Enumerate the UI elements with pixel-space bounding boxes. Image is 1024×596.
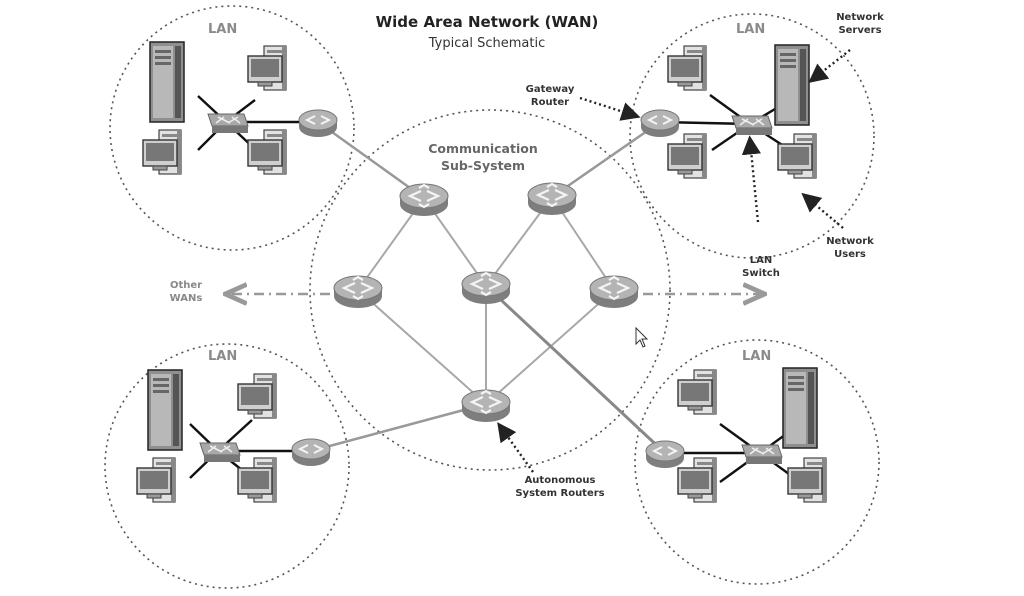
workstation-icon bbox=[247, 129, 287, 175]
lan-switch-bottom-left bbox=[199, 442, 241, 463]
users-label-line2: Users bbox=[834, 249, 866, 260]
switch-label-line1: LAN bbox=[749, 255, 773, 266]
lan-circle-top-left bbox=[109, 5, 355, 251]
lan-label-top-right: LAN bbox=[736, 22, 766, 37]
server-icon bbox=[782, 367, 818, 449]
communication-subsystem-label: Communication Sub-System bbox=[418, 140, 548, 174]
network-users-label: Network Users bbox=[815, 235, 885, 261]
workstation-icon bbox=[237, 373, 277, 419]
gateway-links bbox=[310, 120, 661, 453]
workstation-icon bbox=[237, 457, 277, 503]
gateway-router-label: Gateway Router bbox=[515, 83, 585, 109]
gateway-router-top-left bbox=[298, 109, 338, 138]
workstation-icon bbox=[667, 133, 707, 179]
lan-circle-bottom-left bbox=[104, 343, 350, 589]
lan-label-bottom-right: LAN bbox=[742, 349, 772, 364]
workstation-icon bbox=[777, 133, 817, 179]
workstation-icon bbox=[677, 369, 717, 415]
workstation-icon bbox=[136, 457, 176, 503]
server-icon bbox=[147, 369, 183, 451]
lan-circle-bottom-right bbox=[634, 339, 880, 585]
gateway-router-bottom-right bbox=[645, 440, 685, 469]
gateway-label-line2: Router bbox=[530, 97, 570, 108]
core-router-top-right bbox=[526, 181, 578, 217]
autonomous-routers-label: Autonomous System Routers bbox=[500, 474, 620, 500]
gateway-label-line1: Gateway bbox=[525, 84, 575, 95]
workstation-icon bbox=[247, 45, 287, 91]
autonomous-label-line1: Autonomous bbox=[524, 475, 596, 486]
gateway-router-bottom-left bbox=[291, 438, 331, 467]
mouse-cursor-icon bbox=[635, 326, 649, 348]
diagram-title: Wide Area Network (WAN) bbox=[375, 13, 599, 31]
other-wans-line2: WANs bbox=[169, 293, 203, 304]
lan-switch-label: LAN Switch bbox=[726, 254, 796, 280]
core-router-center bbox=[460, 270, 512, 306]
gateway-router-top-right bbox=[640, 109, 680, 138]
core-router-left bbox=[332, 274, 384, 310]
core-router-top-left bbox=[398, 182, 450, 218]
pointer-arrows bbox=[497, 49, 851, 473]
lan-switch-top-left bbox=[207, 113, 249, 134]
communication-label-line2: Sub-System bbox=[440, 158, 526, 173]
communication-subsystem-circle bbox=[309, 109, 671, 471]
lan-switch-bottom-right bbox=[741, 444, 783, 465]
workstation-icon bbox=[667, 45, 707, 91]
lan-label-bottom-left: LAN bbox=[208, 349, 238, 364]
switch-label-line2: Switch bbox=[742, 268, 780, 279]
core-router-right bbox=[588, 274, 640, 310]
lan-label-top-left: LAN bbox=[208, 22, 238, 37]
workstation-icon bbox=[677, 457, 717, 503]
core-router-bottom bbox=[460, 388, 512, 424]
lan-circle-top-right bbox=[629, 13, 875, 259]
server-icon bbox=[149, 41, 185, 123]
workstation-icon bbox=[142, 129, 182, 175]
users-label-line1: Network bbox=[826, 236, 874, 247]
communication-label-line1: Communication bbox=[428, 141, 538, 156]
other-wans-label: Other WANs bbox=[156, 279, 216, 305]
diagram-subtitle: Typical Schematic bbox=[428, 36, 546, 51]
lan-switch-top-right bbox=[731, 115, 773, 136]
server-icon bbox=[774, 44, 810, 126]
other-wans-line1: Other bbox=[169, 280, 203, 291]
network-servers-label: Network Servers bbox=[825, 11, 895, 37]
servers-label-line1: Network bbox=[836, 12, 884, 23]
workstation-icon bbox=[787, 457, 827, 503]
autonomous-label-line2: System Routers bbox=[515, 488, 605, 499]
servers-label-line2: Servers bbox=[838, 25, 882, 36]
